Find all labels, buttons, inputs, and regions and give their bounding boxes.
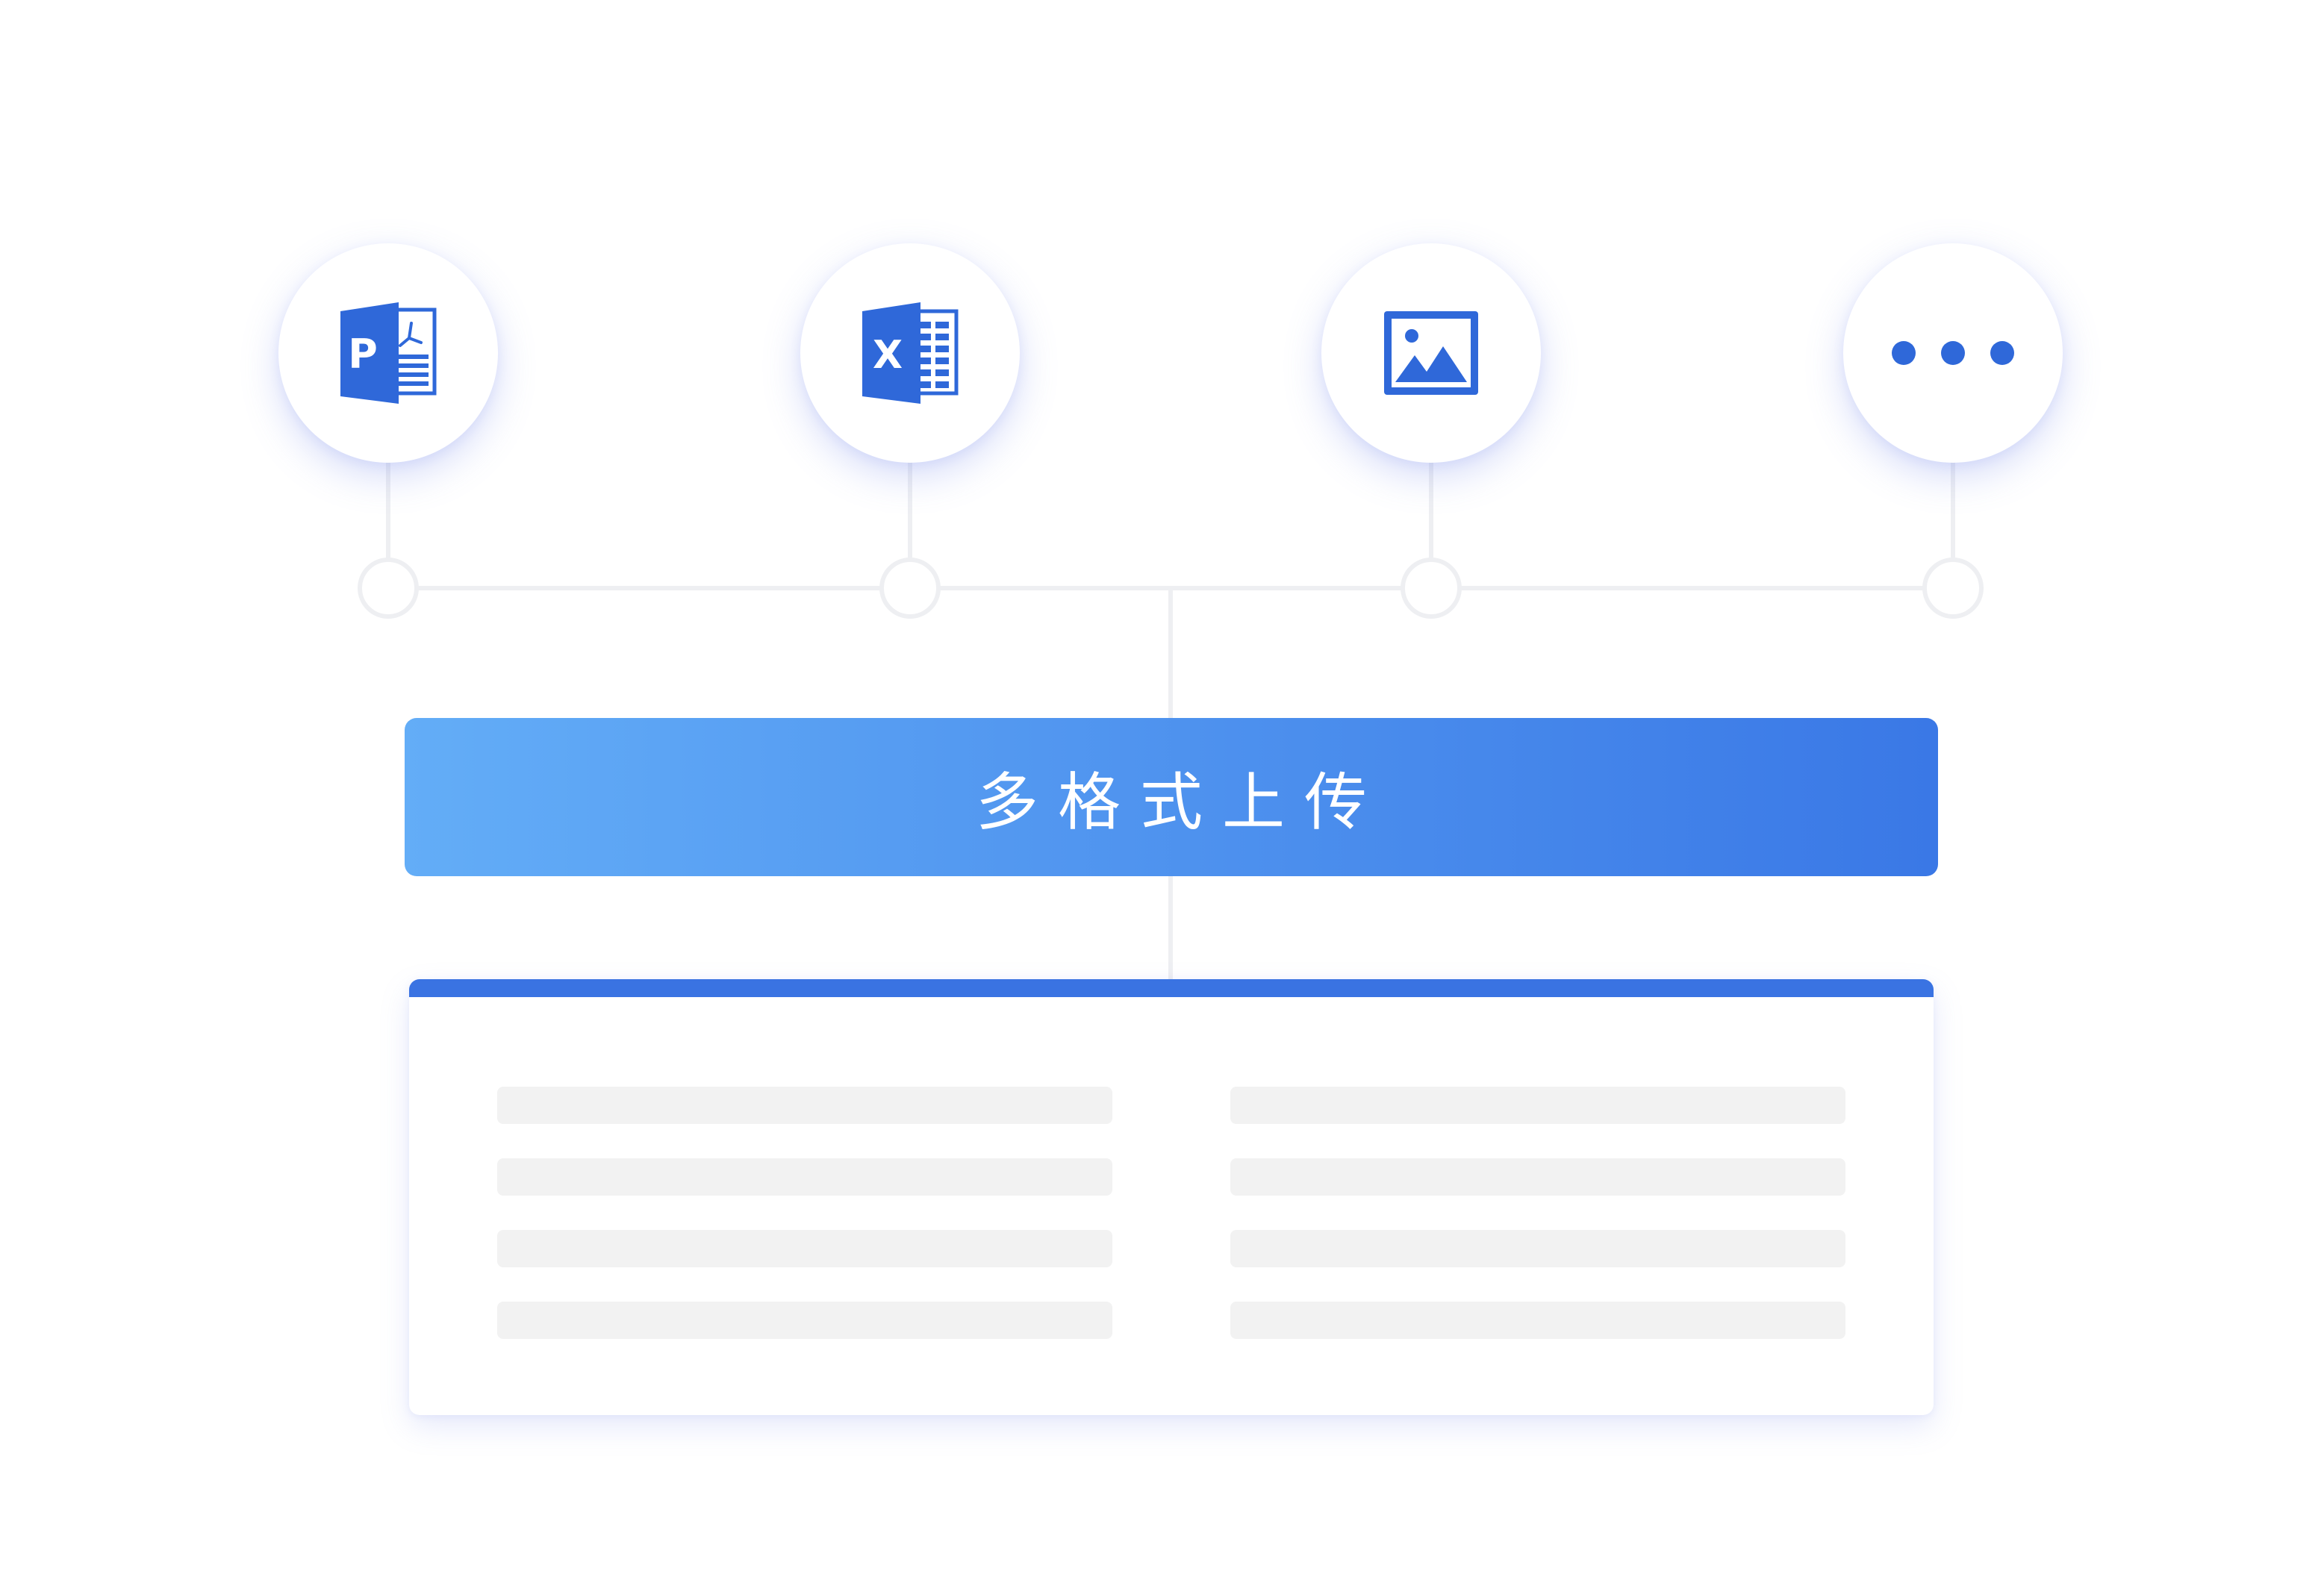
image-format-node — [1321, 243, 1541, 463]
more-format-node — [1843, 243, 2063, 463]
placeholder-line — [497, 1087, 1112, 1124]
excel-format-node: X — [800, 243, 1020, 463]
placeholder-line — [497, 1230, 1112, 1267]
placeholder-line — [1230, 1302, 1845, 1339]
connector-node — [1922, 558, 1984, 619]
connector-node — [879, 558, 941, 619]
connector-node — [358, 558, 419, 619]
placeholder-line — [1230, 1158, 1845, 1196]
placeholder-line — [1230, 1087, 1845, 1124]
document-preview-card — [409, 979, 1934, 1415]
pdf-document-icon: P — [340, 302, 437, 404]
pdf-format-node: P — [278, 243, 498, 463]
placeholder-line — [497, 1158, 1112, 1196]
placeholder-line — [1230, 1230, 1845, 1267]
placeholder-line — [497, 1302, 1112, 1339]
multi-format-upload-banner: 多格式上传 — [405, 718, 1938, 876]
more-icon — [1892, 341, 2014, 365]
svg-text:X: X — [873, 333, 903, 378]
card-header-strip — [409, 979, 1934, 997]
excel-spreadsheet-icon: X — [862, 302, 959, 404]
connector-node — [1401, 558, 1462, 619]
upload-title: 多格式上传 — [975, 765, 1386, 839]
svg-text:P: P — [348, 331, 378, 378]
image-icon — [1384, 311, 1478, 395]
